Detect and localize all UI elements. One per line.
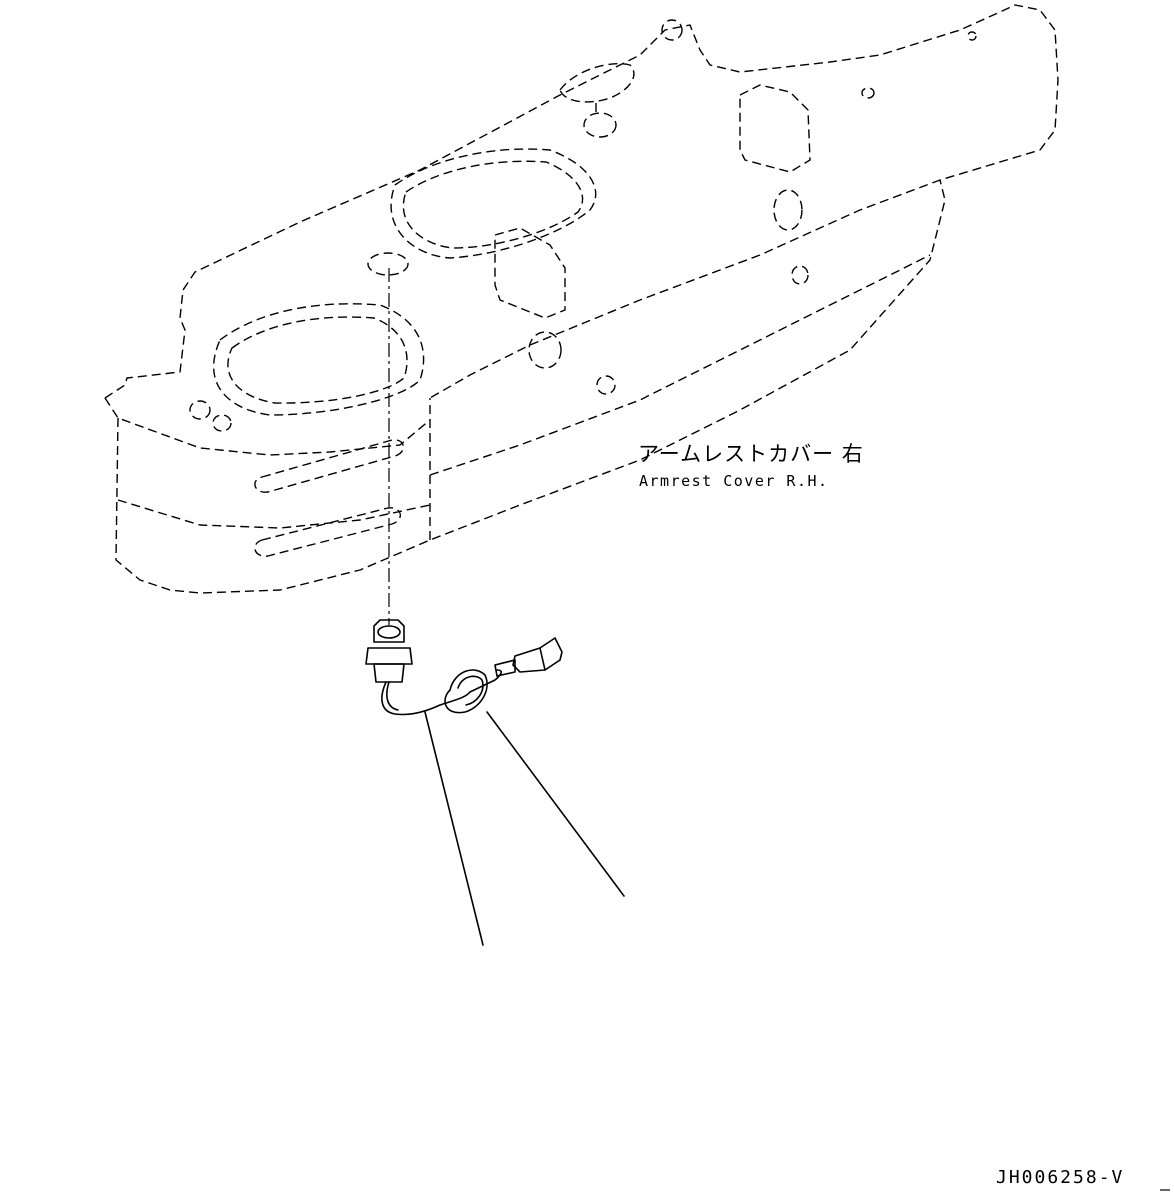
switch-connector-icon [365, 619, 563, 683]
part-name-en: Armrest Cover R.H. [639, 472, 829, 490]
leader-line-clip [486, 711, 625, 897]
leader-line-wire [424, 711, 484, 946]
drawing-code: JH006258-V [996, 1167, 1125, 1188]
wire-harness-icon [381, 669, 502, 716]
part-name-jp: アームレストカバー 右 [638, 442, 864, 466]
armrest-cover-outline [104, 4, 1059, 594]
